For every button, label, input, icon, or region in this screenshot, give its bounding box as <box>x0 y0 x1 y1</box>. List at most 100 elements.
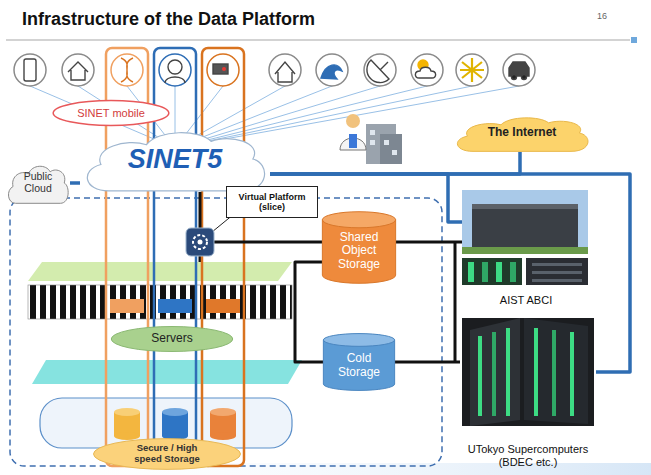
rack-light <box>492 332 496 416</box>
storage-cylinder-text: Shared Object Storage <box>327 231 391 271</box>
network-link <box>395 361 460 364</box>
rack-row <box>532 263 582 266</box>
rack-panel <box>524 318 588 424</box>
internet-cloud: The Internet <box>452 114 592 152</box>
rack-light <box>534 328 538 416</box>
text-group: SINET mobile <box>77 107 145 119</box>
page-number: 16 <box>597 11 607 21</box>
storage-ellipse-fill <box>94 439 241 470</box>
icon-ring <box>503 54 535 86</box>
text-group: Shared Object Storage <box>327 231 391 271</box>
text-group: SINET5 <box>128 144 223 174</box>
building <box>472 204 578 248</box>
system-photo-text: AIST ABCI <box>500 294 552 306</box>
slide-title: Infrastructure of the Data Platform <box>22 9 315 30</box>
internet-cloud-text: The Internet <box>488 126 557 139</box>
machine-room <box>462 258 522 285</box>
network-link <box>396 241 462 244</box>
switch-icon <box>186 228 214 256</box>
rack-light <box>482 262 488 282</box>
car-wheel <box>512 75 517 80</box>
network-link <box>70 181 80 185</box>
rack-light <box>510 262 516 282</box>
slice-server <box>158 299 192 313</box>
dna-icon <box>121 58 133 82</box>
wave-icon <box>321 65 342 79</box>
drum-top <box>114 408 140 416</box>
researcher-icon <box>340 114 402 164</box>
drum-top <box>162 408 188 416</box>
network-spine <box>454 242 457 362</box>
switch-hub <box>198 240 203 245</box>
icon-ring <box>14 54 46 86</box>
icon-ring <box>269 54 301 86</box>
icon-ring <box>456 54 488 86</box>
person-shirt <box>349 134 357 148</box>
phone-icon <box>24 59 36 81</box>
callout-box: Virtual Platform (slice) <box>226 186 318 218</box>
rack-light <box>478 336 482 416</box>
slice-server <box>110 299 144 313</box>
network-ellipse: SINET mobile <box>52 100 170 126</box>
abci-photo <box>462 190 588 285</box>
icon-ring <box>364 54 396 86</box>
icon-ring <box>316 54 348 86</box>
storage-cylinder: Shared Object Storage <box>322 211 396 284</box>
network-cloud: SINET5 <box>80 126 270 192</box>
header-rule <box>6 39 630 41</box>
network-ellipse-fill <box>53 101 169 126</box>
platform-region <box>10 198 442 466</box>
house-icon <box>68 62 88 80</box>
roof <box>472 204 578 209</box>
switch-cog <box>193 235 207 249</box>
icon-rings <box>14 54 535 86</box>
network-link <box>270 152 520 174</box>
icon-ring <box>207 54 239 86</box>
dish-icon <box>367 60 389 83</box>
supercomputer-photo <box>462 318 594 426</box>
rack-light <box>570 332 574 416</box>
server-ellipse-text: Servers <box>151 332 192 345</box>
icon-glyphs <box>24 58 529 83</box>
window <box>370 140 375 145</box>
network-cloud-fill <box>87 133 264 191</box>
server-blades <box>28 285 292 319</box>
person-head <box>346 114 360 128</box>
storage-ellipse: Secure / High speed Storage <box>92 438 242 470</box>
rack-light <box>468 262 474 282</box>
text-group: AIST ABCI <box>500 294 552 306</box>
storage-ellipse-text: Secure / High speed Storage <box>126 443 208 464</box>
network-link <box>295 262 323 362</box>
building <box>380 134 402 164</box>
text-group: Servers <box>151 332 192 345</box>
icon-ring <box>62 54 94 86</box>
map-icon <box>460 58 484 82</box>
lawn <box>462 247 588 254</box>
storage-cylinder-text: Cold Storage <box>328 352 390 379</box>
network-ellipse-text: SINET mobile <box>77 107 145 119</box>
server-ellipse-fill <box>111 327 233 352</box>
camera-icon <box>213 64 228 74</box>
text-group: Virtual Platform (slice) <box>230 192 314 212</box>
head-icon <box>165 77 185 83</box>
icon-ring <box>411 54 443 86</box>
network-plane <box>28 262 292 281</box>
storage-plane <box>32 360 302 384</box>
rack-light <box>552 330 556 416</box>
drum-top <box>210 408 236 416</box>
machine-room <box>526 258 588 285</box>
icon-links <box>30 86 519 148</box>
public-cloud-text: Public Cloud <box>16 171 60 195</box>
text-group: The Internet <box>488 126 557 139</box>
storage-cylinder-top <box>322 211 395 227</box>
car-wheel <box>522 75 527 80</box>
rack-row <box>532 279 582 282</box>
header-marker <box>631 37 637 43</box>
photo-ground <box>462 318 594 426</box>
system-photo: AIST ABCI <box>462 188 590 308</box>
drum-bottom <box>114 432 140 440</box>
camera-lens <box>222 67 226 71</box>
slice-server <box>206 299 240 313</box>
